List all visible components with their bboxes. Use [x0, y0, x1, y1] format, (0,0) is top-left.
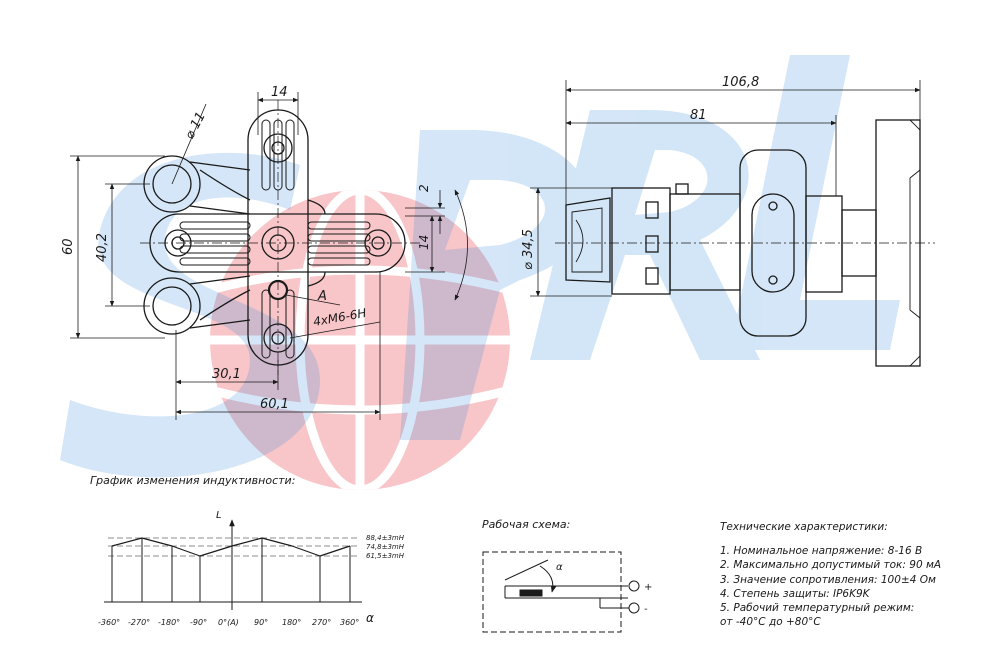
dim-14-side: 14: [417, 235, 431, 250]
graph-level-3: 61,5±3mH: [366, 552, 405, 560]
dim-diameter-34-5: ⌀ 34,5: [521, 229, 536, 270]
graph-title: График изменения индуктивности:: [90, 474, 296, 487]
side-view: [530, 80, 935, 367]
front-dimensions: [70, 92, 468, 420]
center-lines: [140, 100, 420, 375]
dim-40-2: 40,2: [95, 233, 110, 262]
specifications: Технические характеристики: 1. Номинальн…: [720, 520, 941, 629]
graph-tick: -90°: [190, 618, 207, 627]
dim-60: 60: [61, 238, 76, 255]
inductance-graph-labels: L α 88,4±3mH 74,8±3mH 61,5±3mH -360° -27…: [98, 510, 405, 627]
front-view: [70, 92, 468, 420]
label-a: A: [317, 289, 327, 304]
working-scheme: [482, 551, 640, 633]
graph-tick: -360°: [98, 618, 120, 627]
dim-30-1: 30,1: [212, 367, 241, 382]
side-dimension-labels: 106,8 81 ⌀ 34,5: [521, 75, 759, 270]
spec-item: от -40°С до +80°С: [720, 616, 821, 629]
inductance-graph: [104, 519, 362, 610]
spec-item: 1. Номинальное напряжение: 8-16 В: [720, 545, 923, 558]
scheme-minus: -: [644, 604, 648, 615]
graph-level-2: 74,8±3mH: [366, 543, 405, 551]
graph-tick: 360°: [340, 618, 359, 627]
dim-diameter-11: ⌀ 11: [182, 110, 209, 142]
spec-item: 3. Значение сопротивления: 100±4 Ом: [720, 573, 936, 586]
graph-tick: 270°: [312, 618, 331, 627]
scheme-title: Рабочая схема:: [482, 518, 571, 531]
graph-tick: 90°: [254, 618, 268, 627]
dim-81: 81: [690, 108, 707, 123]
spec-item: 5. Рабочий температурный режим:: [720, 602, 915, 615]
dim-2: 2: [417, 184, 431, 192]
graph-level-1: 88,4±3mH: [366, 534, 405, 542]
graph-tick: 180°: [282, 618, 301, 627]
scheme-plus: +: [644, 582, 652, 593]
working-scheme-labels: α + -: [556, 562, 652, 615]
graph-tick: 0°(A): [218, 618, 239, 627]
graph-axis-x: α: [366, 611, 374, 625]
dim-60-1: 60,1: [260, 397, 289, 412]
spec-item: 2. Максимально допустимый ток: 90 мА: [720, 559, 942, 572]
specs-title: Технические характеристики:: [720, 521, 888, 533]
scheme-angle: α: [556, 562, 563, 573]
dim-106-8: 106,8: [722, 75, 759, 90]
graph-axis-y: L: [216, 510, 222, 521]
dim-14-top: 14: [271, 85, 288, 100]
side-dimensions: [530, 80, 921, 297]
graph-tick: -270°: [128, 618, 150, 627]
graph-tick: -180°: [158, 618, 180, 627]
spec-item: 4. Степень защиты: IP6K9K: [720, 587, 870, 600]
watermark-globe: [210, 190, 510, 490]
